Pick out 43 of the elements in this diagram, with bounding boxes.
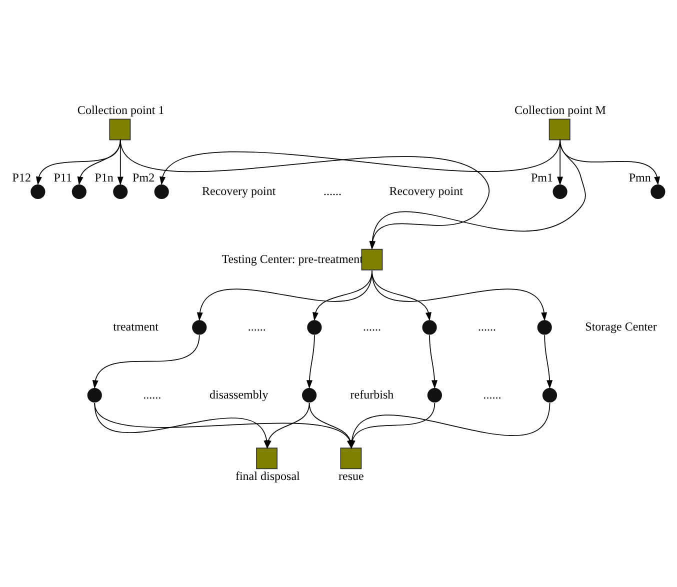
node-circle	[537, 320, 552, 335]
node-label: Collection point 1	[77, 103, 164, 118]
label: treatment	[113, 320, 159, 334]
node-circle	[87, 388, 102, 403]
node-circle	[650, 184, 666, 200]
node-label: Pm2	[132, 170, 155, 185]
arrow	[372, 270, 548, 321]
label: Recovery point	[389, 184, 463, 198]
arrow	[544, 334, 553, 389]
node-label: P1n	[94, 170, 114, 185]
node-circle	[427, 388, 442, 403]
node-circle	[72, 184, 86, 200]
node-circle	[552, 184, 568, 200]
node-label: Pm1	[530, 170, 554, 185]
label: ......	[478, 320, 496, 334]
label: Recovery point	[202, 184, 276, 198]
node-label: Pmn	[628, 170, 651, 185]
node-circle	[302, 388, 317, 403]
node-label: Collection point M	[514, 103, 606, 118]
arrow	[429, 334, 438, 389]
label: ......	[362, 320, 382, 334]
node-label: Testing Center: pre-treatment	[222, 252, 364, 266]
node-label: final disposal	[235, 469, 300, 484]
label: disassembly	[210, 387, 268, 402]
label: ......	[483, 387, 502, 402]
arrow	[92, 334, 200, 389]
label: ......	[248, 320, 266, 334]
node-label: resue	[338, 469, 364, 484]
label: Storage Center	[585, 320, 657, 334]
node-circle	[113, 184, 128, 200]
node-circle	[192, 320, 207, 335]
arrow	[265, 402, 310, 449]
node-circle	[422, 320, 437, 335]
node-circle	[30, 184, 46, 200]
label: ......	[143, 387, 162, 402]
label: ......	[323, 184, 342, 198]
node-circle	[307, 320, 322, 335]
node-label: P12	[12, 170, 31, 185]
node-circle	[154, 184, 169, 200]
node-label: P11	[54, 170, 72, 185]
arrow	[306, 334, 315, 389]
label: refurbish	[350, 387, 394, 402]
node-circle	[542, 388, 558, 403]
